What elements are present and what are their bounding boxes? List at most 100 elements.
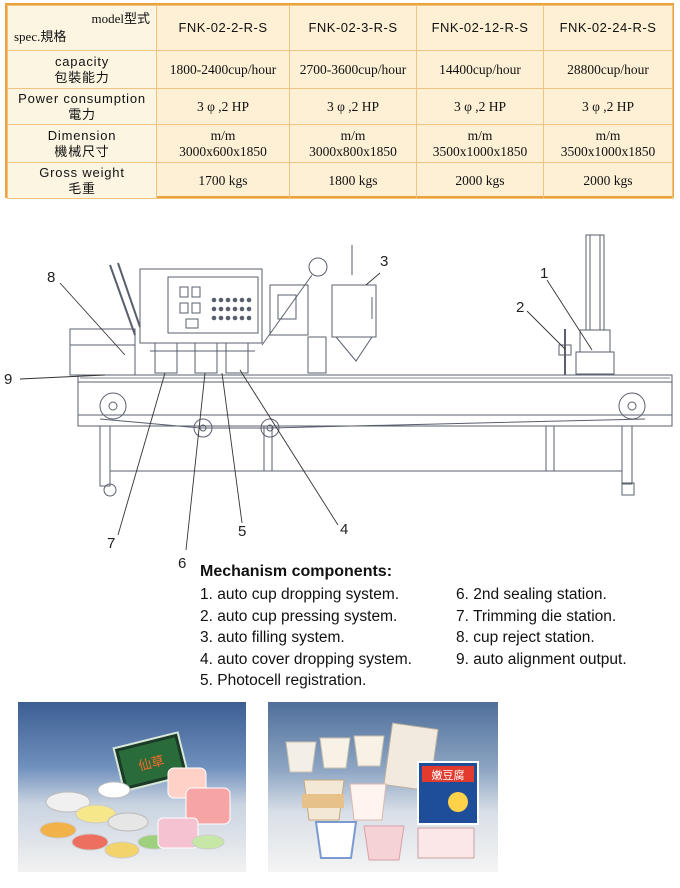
filling-hopper: [331, 284, 377, 338]
cup-stack-tube: [585, 234, 605, 331]
callout-1: 1: [540, 265, 549, 282]
list-item: 4. auto cover dropping system.: [200, 650, 412, 668]
callout-3: 3: [380, 253, 389, 270]
table-row-power: Power consumption 電力 3 φ ,2 HP 3 φ ,2 HP…: [7, 88, 673, 125]
pack-label: 仙草: [137, 754, 166, 775]
mechanism-list-left: 1. auto cup dropping system. 2. auto cup…: [200, 584, 412, 692]
product-photo-pudding-cups: 嫩豆腐: [268, 702, 498, 872]
table-cell: 1700 kgs: [156, 162, 290, 199]
row-label: Power consumption 電力: [7, 88, 157, 125]
row-label-zh: 包裝能力: [54, 69, 110, 85]
table-cell: 3 φ ,2 HP: [289, 88, 417, 125]
row-label-zh: 毛重: [68, 180, 96, 196]
callout-7: 7: [107, 535, 116, 552]
model-column-header: FNK-02-12-R-S: [416, 5, 544, 51]
row-label-zh: 機械尺寸: [54, 143, 110, 159]
control-panel: [139, 268, 263, 344]
callout-2: 2: [516, 299, 525, 316]
table-cell: 3 φ ,2 HP: [156, 88, 290, 125]
list-item: 7. Trimming die station.: [456, 607, 617, 625]
row-label: Gross weight 毛重: [7, 162, 157, 199]
trimming-die-station: [154, 342, 178, 374]
output-table: [69, 328, 136, 376]
table-cell: 28800cup/hour: [543, 50, 673, 89]
model-column-header: FNK-02-3-R-S: [289, 5, 417, 51]
frame-leg: [545, 425, 555, 472]
machine-diagram: 1 2 3 4 5 6 7 8 9: [0, 225, 680, 575]
table-cell: 3 φ ,2 HP: [416, 88, 544, 125]
cover-roll: [308, 257, 328, 277]
frame-leg: [621, 425, 633, 485]
table-cell: 14400cup/hour: [416, 50, 544, 89]
model-header: model型式: [91, 11, 151, 26]
pudding-cups-illustration: 嫩豆腐: [285, 722, 479, 861]
row-label-en: capacity: [54, 53, 110, 69]
callout-8: 8: [47, 269, 56, 286]
table-cell: 2700-3600cup/hour: [289, 50, 417, 89]
frame-leg: [99, 425, 111, 487]
unit-label: m/m: [340, 127, 366, 143]
table-cell: 2000 kgs: [416, 162, 544, 199]
table-cell: 1800-2400cup/hour: [156, 50, 290, 89]
spec-header: spec.規格: [14, 29, 67, 44]
list-item: 5. Photocell registration.: [200, 672, 367, 689]
panel-buttons: [211, 297, 252, 321]
cup-presser: [558, 344, 572, 356]
sealing-station: [225, 342, 249, 374]
frame-leg: [263, 425, 273, 472]
product-photo-jelly-cups: 仙草: [18, 702, 246, 872]
model-column-header: FNK-02-24-R-S: [543, 5, 673, 51]
unit-label: m/m: [467, 127, 493, 143]
model-column-header: FNK-02-2-R-S: [156, 5, 290, 51]
list-item: 3. auto filling system.: [200, 629, 345, 646]
filling-funnel: [334, 336, 373, 362]
cup-dropper: [579, 329, 611, 353]
jelly-cups-illustration: 仙草: [39, 731, 231, 859]
list-item: 9. auto alignment output.: [456, 650, 627, 668]
row-label-en: Dimension: [47, 127, 117, 143]
machine-line-drawing: [19, 234, 673, 551]
unit-label: m/m: [210, 127, 236, 143]
unit-label: m/m: [595, 127, 621, 143]
left-pulley: [99, 392, 127, 420]
table-corner-cell: model型式 spec.規格: [7, 5, 157, 51]
control-panel-face: [167, 276, 259, 334]
conveyor-top-rail: [77, 374, 673, 383]
drive-roller: [193, 418, 213, 438]
table-cell: 3 φ ,2 HP: [543, 88, 673, 125]
row-label-zh: 電力: [68, 106, 96, 122]
list-item: 1. auto cup dropping system.: [200, 586, 400, 603]
list-item: 6. 2nd sealing station.: [456, 586, 607, 603]
table-cell: 1800 kgs: [289, 162, 417, 199]
list-item: 2. auto cup pressing system.: [200, 607, 398, 625]
callout-5: 5: [238, 523, 247, 540]
dimension-value: 3000x800x1850: [309, 143, 397, 159]
row-label: capacity 包裝能力: [7, 50, 157, 89]
spec-table: model型式 spec.規格 FNK-02-2-R-S FNK-02-3-R-…: [5, 3, 674, 199]
table-cell: 2000 kgs: [543, 162, 673, 199]
row-label-en: Power consumption: [18, 90, 146, 106]
row-label: Dimension 機械尺寸: [7, 124, 157, 163]
list-item: 8. cup reject station.: [456, 629, 595, 646]
conveyor-body: [77, 381, 673, 427]
callout-6: 6: [178, 555, 187, 572]
dimension-value: 3500x1000x1850: [560, 143, 656, 159]
cover-dropper: [269, 284, 309, 336]
callout-9: 9: [4, 371, 13, 388]
dimension-value: 3500x1000x1850: [432, 143, 528, 159]
callout-4: 4: [340, 521, 349, 538]
caster-wheel: [103, 483, 117, 497]
table-row-capacity: capacity 包裝能力 1800-2400cup/hour 2700-360…: [7, 50, 673, 89]
drive-roller: [260, 418, 280, 438]
pack-label: 嫩豆腐: [432, 768, 465, 782]
dimension-value: 3000x600x1850: [179, 143, 267, 159]
callout-leaders: [19, 272, 593, 551]
table-row-weight: Gross weight 毛重 1700 kgs 1800 kgs 2000 k…: [7, 162, 673, 199]
row-label-en: Gross weight: [39, 164, 125, 180]
sealing-station: [194, 342, 218, 374]
